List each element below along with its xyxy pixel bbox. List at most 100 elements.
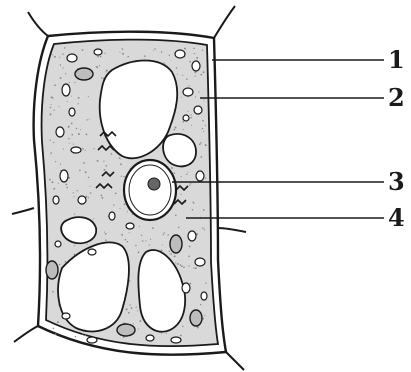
cytoplasm-dot: [85, 335, 86, 336]
plastid: [53, 196, 59, 204]
cytoplasm-dot: [125, 239, 127, 241]
cytoplasm-dot: [54, 84, 56, 86]
cytoplasm-dot: [182, 75, 183, 76]
cytoplasm-dot: [51, 104, 52, 105]
nucleus: [124, 160, 176, 220]
cytoplasm-dot: [85, 171, 87, 173]
cytoplasm-dot: [73, 192, 74, 193]
cytoplasm-dot: [137, 310, 138, 311]
cytoplasm-dot: [54, 109, 55, 110]
chloroplast: [170, 235, 182, 253]
cytoplasm-dot: [181, 97, 182, 98]
cytoplasm-dot: [175, 262, 176, 263]
cytoplasm-dot: [122, 53, 124, 55]
cytoplasm-dot: [193, 48, 195, 50]
nuclear-envelope: [124, 160, 176, 220]
cytoplasm-dot: [101, 77, 102, 78]
cytoplasm-dot: [180, 335, 182, 337]
cytoplasm-dot: [130, 304, 131, 305]
cytoplasm-dot: [127, 56, 129, 58]
plastid: [67, 54, 77, 62]
cytoplasm-dot: [195, 96, 196, 97]
callout-label-3: 3: [388, 167, 405, 196]
cytoplasm-dot: [192, 209, 194, 211]
cytoplasm-dot: [97, 56, 99, 58]
cytoplasm-dot: [119, 157, 121, 159]
cytoplasm-dot: [59, 264, 60, 265]
cytoplasm-dot: [49, 179, 51, 181]
cytoplasm-dot: [82, 333, 83, 334]
cytoplasm-dot: [150, 239, 151, 240]
cytoplasm-dot: [119, 52, 120, 53]
cytoplasm-dot: [169, 251, 170, 252]
cytoplasm-dot: [187, 171, 188, 172]
cytoplasm-dot: [139, 226, 140, 227]
cytoplasm-dot: [191, 125, 192, 126]
cytoplasm-dot: [203, 99, 204, 100]
cytoplasm-dot: [59, 57, 60, 58]
plastid: [183, 115, 189, 121]
plastid: [126, 223, 134, 229]
cytoplasm-dot: [205, 177, 206, 178]
cytoplasm-dot: [53, 327, 55, 329]
cytoplasm-dot: [163, 234, 164, 235]
cytoplasm-dot: [104, 232, 105, 233]
cytoplasm-dot: [169, 55, 170, 56]
cytoplasm-dot: [113, 204, 114, 205]
cytoplasm-dot: [50, 140, 51, 141]
cytoplasm-dot: [161, 52, 162, 53]
cytoplasm-dot: [200, 304, 201, 305]
cytoplasm-dot: [115, 192, 117, 194]
plastid: [78, 196, 86, 204]
plastid: [194, 106, 202, 114]
cytoplasm-dot: [82, 49, 84, 51]
cytoplasm-dot: [189, 61, 191, 63]
cytoplasm-dot: [199, 143, 201, 145]
chloroplast: [75, 68, 93, 80]
cytoplasm-dot: [131, 307, 133, 309]
cytoplasm-dot: [202, 128, 203, 129]
cytoplasm-dot: [78, 133, 80, 135]
cytoplasm-dot: [190, 117, 191, 118]
cytoplasm-dot: [202, 228, 203, 229]
plastid: [183, 88, 193, 96]
cytoplasm-dot: [193, 202, 194, 203]
cytoplasm-dot: [177, 263, 179, 265]
cytoplasm-dot: [52, 291, 54, 293]
cytoplasm-dot: [111, 153, 113, 155]
cytoplasm-dot: [100, 56, 102, 58]
cytoplasm-dot: [106, 70, 108, 72]
cytoplasm-dot: [120, 158, 121, 159]
cytoplasm-dot: [88, 197, 89, 198]
cytoplasm-dot: [105, 71, 106, 72]
cytoplasm-dot: [154, 48, 155, 49]
cytoplasm-dot: [63, 149, 64, 150]
cytoplasm-dot: [105, 233, 107, 235]
cytoplasm-dot: [188, 255, 190, 257]
cytoplasm-dot: [64, 47, 65, 48]
vacuole-small-right: [163, 134, 196, 166]
cytoplasm-dot: [136, 307, 137, 308]
cytoplasm-dot: [78, 97, 80, 99]
cytoplasm-dot: [135, 245, 137, 247]
cytoplasm-dot: [128, 312, 130, 314]
cytoplasm-dot: [203, 131, 204, 132]
cytoplasm-dot: [127, 211, 128, 212]
cytoplasm-dot: [163, 232, 164, 233]
cytoplasm-dot: [65, 73, 66, 74]
plastid: [201, 292, 207, 300]
cytoplasm-dot: [52, 181, 54, 183]
cytoplasm-dot: [53, 188, 55, 190]
cytoplasm-dot: [138, 251, 140, 253]
cytoplasm-dot: [153, 50, 154, 51]
cytoplasm-dot: [181, 176, 182, 177]
plastid: [188, 231, 196, 241]
cytoplasm-dot: [122, 48, 124, 50]
plastid: [71, 147, 81, 153]
cytoplasm-dot: [86, 134, 88, 136]
cytoplasm-dot: [71, 96, 72, 97]
cytoplasm-dot: [105, 165, 107, 167]
plastid: [109, 212, 115, 220]
cytoplasm-dot: [54, 56, 56, 58]
cytoplasm-dot: [71, 134, 73, 136]
